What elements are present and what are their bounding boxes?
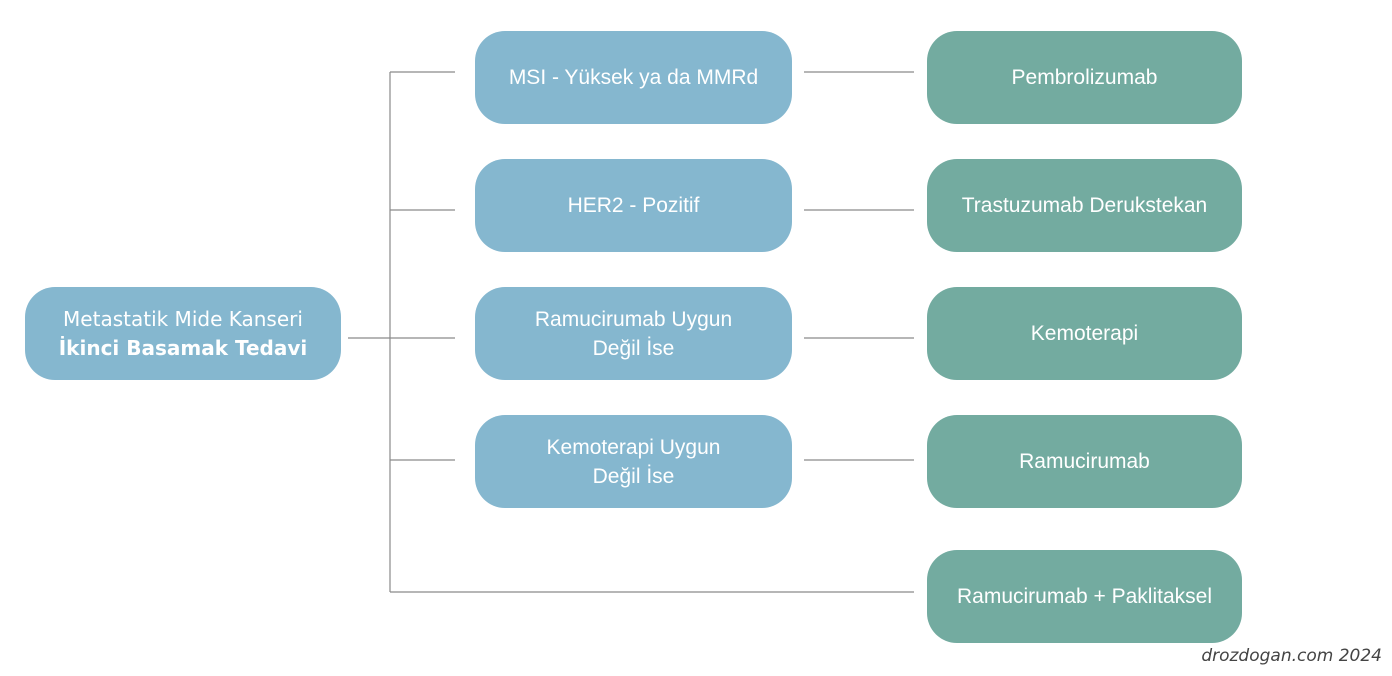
- root-title-line2: İkinci Basamak Tedavi: [58, 335, 308, 360]
- treatment-label: Ramucirumab + Paklitaksel: [956, 585, 1212, 608]
- treatment-label: Pembrolizumab: [1011, 66, 1158, 89]
- treatment-trastuzumab-derukstekan: Trastuzumab Derukstekan: [927, 159, 1242, 252]
- condition-msi-high: MSI - Yüksek ya da MMRd: [475, 31, 792, 124]
- treatment-kemoterapi: Kemoterapi: [927, 287, 1242, 380]
- treatment-ramucirumab-paklitaksel: Ramucirumab + Paklitaksel: [927, 550, 1242, 643]
- condition-label: MSI - Yüksek ya da MMRd: [508, 66, 759, 89]
- condition-label-line1: Ramucirumab Uygun: [534, 307, 733, 331]
- condition-ramucirumab-unsuitable: Ramucirumab Uygun Değil İse: [475, 287, 792, 380]
- treatment-label: Kemoterapi: [1030, 322, 1139, 345]
- condition-label-line1: Kemoterapi Uygun: [546, 435, 721, 459]
- treatment-pembrolizumab: Pembrolizumab: [927, 31, 1242, 124]
- condition-label-line2: Değil İse: [592, 336, 675, 360]
- condition-chemotherapy-unsuitable: Kemoterapi Uygun Değil İse: [475, 415, 792, 508]
- condition-her2-positive: HER2 - Pozitif: [475, 159, 792, 252]
- treatment-ramucirumab: Ramucirumab: [927, 415, 1242, 508]
- condition-label-line2: Değil İse: [592, 464, 675, 488]
- credit-watermark: drozdogan.com 2024: [1201, 646, 1382, 666]
- root-title-line1: Metastatik Mide Kanseri: [63, 306, 303, 331]
- root-node: Metastatik Mide Kanseri İkinci Basamak T…: [25, 287, 341, 380]
- treatment-label: Trastuzumab Derukstekan: [961, 194, 1208, 217]
- treatment-label: Ramucirumab: [1019, 450, 1150, 473]
- condition-label: HER2 - Pozitif: [567, 194, 700, 217]
